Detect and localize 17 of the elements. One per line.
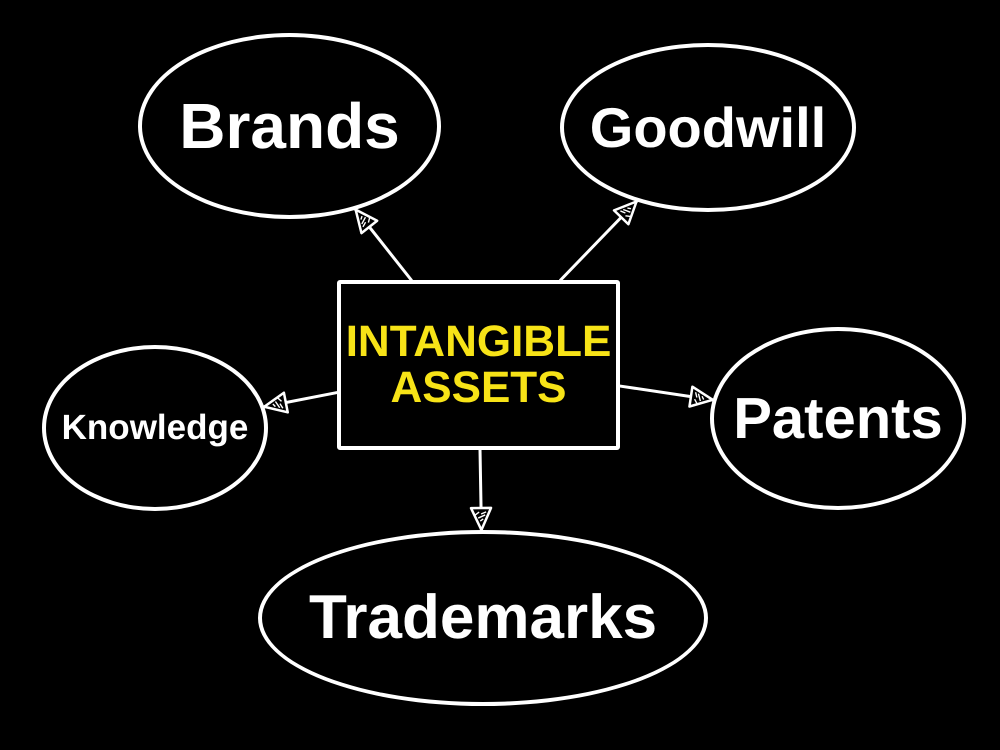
subtopic-label: Knowledge: [62, 408, 248, 448]
subtopic-ellipse: [710, 327, 966, 510]
arrow: [559, 200, 638, 282]
arrow: [354, 208, 413, 282]
subtopic-ellipse: [258, 530, 708, 706]
subtopic-ellipse: [560, 43, 856, 212]
topic-box: [337, 280, 620, 450]
subtopic-label: Patents: [733, 386, 943, 450]
arrow: [262, 391, 338, 414]
subtopic-label: Brands: [179, 90, 400, 162]
subtopic-label: Goodwill: [590, 96, 826, 158]
arrow: [618, 384, 714, 408]
arrow: [470, 448, 492, 532]
subtopic-ellipse: [138, 33, 441, 219]
subtopic-label: Trademarks: [308, 584, 658, 652]
subtopic-ellipse: [42, 345, 268, 511]
topic-title: INTANGIBLE ASSETS: [344, 318, 612, 412]
